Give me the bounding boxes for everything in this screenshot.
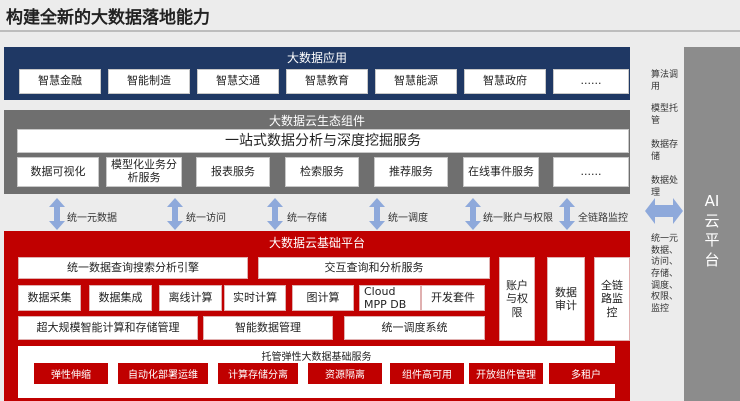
offline-compute: 离线计算 <box>159 285 222 311</box>
app-item-energy: 智慧能源 <box>375 69 457 94</box>
eco-item-report: 报表服务 <box>196 157 270 187</box>
intelligent-data-mgmt: 智能数据管理 <box>203 316 333 340</box>
cloud-mpp-db: Cloud MPP DB <box>359 285 421 311</box>
elastic-scaling: 弹性伸缩 <box>34 363 108 384</box>
compute-storage-mgmt: 超大规模智能计算和存储管理 <box>18 316 198 340</box>
up-down-arrow-icon <box>369 198 385 230</box>
eco-item-model-analysis: 模型化业务分析服务 <box>106 157 182 187</box>
up-down-arrow-icon <box>267 198 283 230</box>
interactive-query: 交互查询和分析服务 <box>258 257 490 279</box>
arrow-label-monitor: 全链路监控 <box>578 213 628 224</box>
data-integration: 数据集成 <box>89 285 152 311</box>
up-down-arrow-icon <box>167 198 183 230</box>
eco-main-service: 一站式数据分析与深度挖掘服务 <box>17 129 629 153</box>
side-label-storage: 数据存储 <box>651 140 679 162</box>
account-permission: 账户与权限 <box>499 257 535 341</box>
arrow-label-schedule: 统一调度 <box>388 213 428 224</box>
app-item-manufacturing: 智能制造 <box>108 69 190 94</box>
ai-cloud-label: AI云平台 <box>704 192 720 269</box>
query-engine: 统一数据查询搜索分析引擎 <box>18 257 248 279</box>
side-label-unified: 统一元数据、访问、存储、调度、权限、监控 <box>651 234 679 315</box>
full-link-monitor: 全链路监控 <box>594 257 630 341</box>
app-item-finance: 智慧金融 <box>19 69 101 94</box>
app-item-more: ...... <box>553 69 629 94</box>
eco-item-online-event: 在线事件服务 <box>463 157 539 187</box>
multi-tenant: 多租户 <box>549 363 623 384</box>
eco-item-visualization: 数据可视化 <box>17 157 99 187</box>
arrow-label-metadata: 统一元数据 <box>67 213 117 224</box>
component-ha: 组件高可用 <box>390 363 464 384</box>
dev-kit: 开发套件 <box>421 285 485 311</box>
hosted-services-title: 托管弹性大数据基础服务 <box>261 352 372 363</box>
eco-item-search: 检索服务 <box>285 157 359 187</box>
compute-storage-separation: 计算存储分离 <box>218 363 298 384</box>
up-down-arrow-icon <box>559 198 575 230</box>
eco-item-more: ...... <box>553 157 629 187</box>
side-label-algorithm: 算法调用 <box>651 70 679 92</box>
data-collection: 数据采集 <box>18 285 81 311</box>
page-title: 构建全新的大数据落地能力 <box>6 8 210 28</box>
ai-cloud-platform <box>684 47 740 401</box>
arrow-label-account: 统一账户与权限 <box>483 213 553 224</box>
up-down-arrow-icon <box>49 198 65 230</box>
app-item-government: 智慧政府 <box>464 69 546 94</box>
app-item-education: 智慧教育 <box>286 69 368 94</box>
platform-layer-title: 大数据云基础平台 <box>268 236 365 250</box>
open-component-mgmt: 开放组件管理 <box>469 363 543 384</box>
arrow-label-access: 统一访问 <box>186 213 226 224</box>
app-layer-title: 大数据应用 <box>286 51 347 65</box>
app-item-transport: 智慧交通 <box>197 69 279 94</box>
realtime-compute: 实时计算 <box>224 285 286 311</box>
up-down-arrow-icon <box>465 198 481 230</box>
side-label-model: 模型托管 <box>651 104 679 126</box>
unified-scheduler: 统一调度系统 <box>344 316 485 340</box>
title-divider <box>0 30 740 32</box>
left-right-arrow-icon <box>645 198 683 224</box>
auto-deploy-ops: 自动化部署运维 <box>118 363 208 384</box>
arrow-label-storage: 统一存储 <box>287 213 327 224</box>
data-audit: 数据审计 <box>547 257 585 341</box>
side-label-processing: 数据处理 <box>651 176 679 198</box>
eco-layer-title: 大数据云生态组件 <box>268 114 365 128</box>
graph-compute: 图计算 <box>292 285 354 311</box>
resource-isolation: 资源隔离 <box>308 363 382 384</box>
eco-item-recommend: 推荐服务 <box>374 157 448 187</box>
